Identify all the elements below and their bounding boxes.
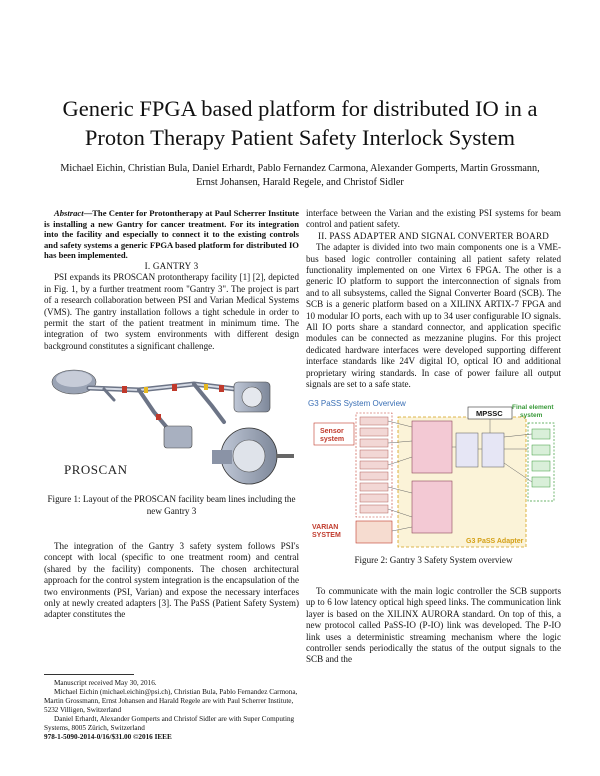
authors-line-2: Ernst Johansen, Harald Regele, and Chris… <box>196 177 404 188</box>
footnote-rule <box>44 674 134 675</box>
figure-2-caption: Figure 2: Gantry 3 Safety System overvie… <box>354 554 513 565</box>
mpssc-label: MPSSC <box>476 409 503 418</box>
gantry-3-shape <box>212 427 294 485</box>
figure-1-caption: Figure 1: Layout of the PROSCAN facility… <box>47 494 296 516</box>
mpssc-block: MPSSC <box>467 406 513 419</box>
title-line-1: Generic FPGA based platform for distribu… <box>62 96 538 121</box>
section-heading-2: II. PASS ADAPTER AND SIGNAL CONVERTER BO… <box>318 230 549 241</box>
final-element-system-label: system <box>520 412 543 419</box>
abstract: Abstract—The Center for Protontherapy at… <box>44 208 299 261</box>
pass-system-overview-diagram: G3 PaSS System Overview Sensor system VA… <box>308 399 554 547</box>
authors-line-1: Michael Eichin, Christian Bula, Daniel E… <box>60 163 540 174</box>
footnotes: Manuscript received May 30, 2016. Michae… <box>44 674 299 742</box>
left-column: Abstract—The Center for Protontherapy at… <box>44 208 299 621</box>
section1-paragraph-1: PSI expands its PROSCAN protontherapy fa… <box>44 272 299 351</box>
right-continuation-paragraph: interface between the Varian and the exi… <box>306 208 561 230</box>
footnote-psi-authors: Michael Eichin (michael.eichin@psi.ch), … <box>44 688 298 714</box>
connection-lines <box>387 418 533 531</box>
magnet-shapes-yellow <box>144 384 208 394</box>
varian-system-block: VARIAN SYSTEM <box>312 520 393 543</box>
varian-label: VARIAN <box>312 524 338 531</box>
sensor-system-block: Sensor system <box>313 412 393 517</box>
fig1-label: PROSCAN <box>64 462 128 477</box>
footnote-copyright: 978-1-5090-2014-0/16/$31.00 ©2016 IEEE <box>44 733 172 741</box>
section2-paragraph-2: To communicate with the main logic contr… <box>306 585 561 665</box>
gantry-1-shape <box>163 425 193 449</box>
figure-1: PROSCAN <box>44 360 299 492</box>
section1-paragraph-2: The integration of the Gantry 3 safety s… <box>44 541 299 620</box>
fig2-title: G3 PaSS System Overview <box>308 399 406 408</box>
sensor-label: Sensor <box>320 428 344 435</box>
abstract-heading: Abstract <box>54 208 84 218</box>
figure-2: G3 PaSS System Overview Sensor system VA… <box>306 397 561 555</box>
final-element-block: Final element system <box>512 404 554 501</box>
section-heading-1: I. GANTRY 3 <box>144 260 199 271</box>
cyclotron-shape <box>51 369 97 395</box>
adapter-label: G3 PaSS Adapter <box>466 538 524 545</box>
right-column: interface between the Varian and the exi… <box>306 208 561 666</box>
final-element-label: Final element <box>512 404 554 411</box>
gantry-2-shape <box>233 381 271 413</box>
magnet-shapes <box>122 384 224 421</box>
adapter-block: G3 PaSS Adapter <box>397 416 527 547</box>
title-line-2: Proton Therapy Patient Safety Interlock … <box>84 125 516 150</box>
footnote-received: Manuscript received May 30, 2016. <box>54 679 157 687</box>
varian-system-label: SYSTEM <box>312 532 341 539</box>
sensor-system-label: system <box>320 436 344 443</box>
abstract-body: —The Center for Protontherapy at Paul Sc… <box>44 208 299 261</box>
proscan-layout-image: PROSCAN <box>51 369 294 485</box>
section2-paragraph-1: The adapter is divided into two main com… <box>306 242 561 390</box>
author-list: Michael Eichin, Christian Bula, Daniel E… <box>44 162 556 190</box>
footnote-scs-authors: Daniel Erhardt, Alexander Gomperts and C… <box>44 715 295 732</box>
paper-title: Generic FPGA based platform for distribu… <box>40 94 560 152</box>
